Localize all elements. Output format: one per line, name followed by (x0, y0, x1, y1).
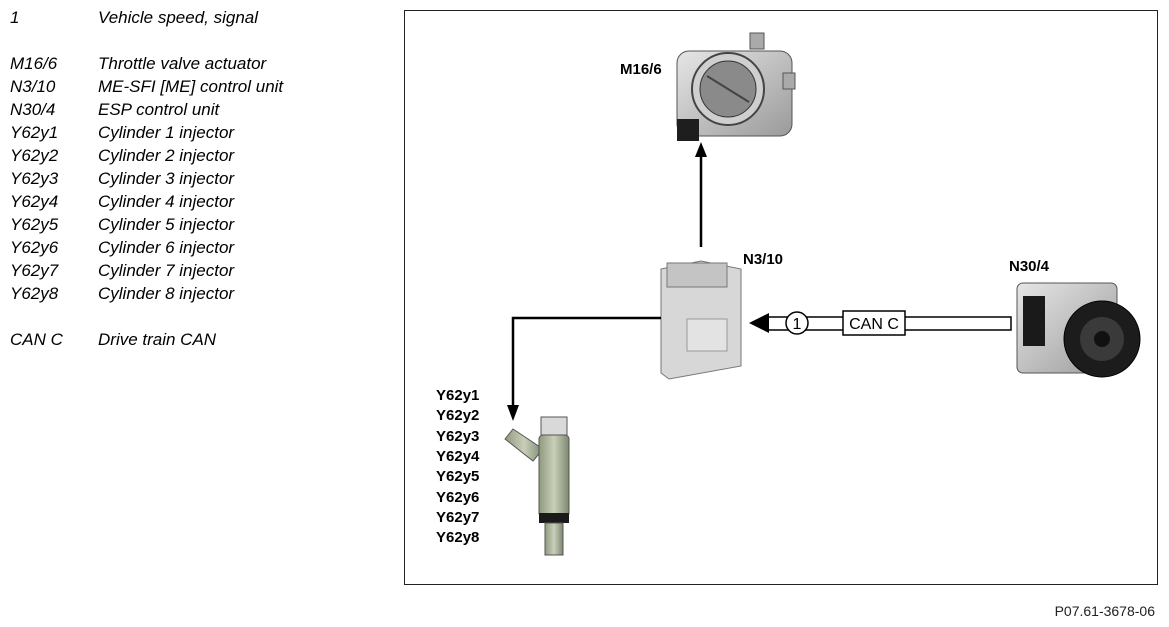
legend-desc: Cylinder 1 injector (98, 123, 235, 142)
legend-row-can: CAN C Drive train CAN (10, 328, 390, 351)
legend-code: N30/4 (10, 100, 56, 119)
reference-number: P07.61-3678-06 (1054, 603, 1155, 619)
legend-code: Y62y7 (10, 261, 59, 280)
injector-label: Y62y6 (436, 489, 479, 506)
legend-desc: Cylinder 8 injector (98, 284, 235, 303)
legend-desc: Throttle valve actuator (98, 54, 267, 73)
ecu-unit (660, 260, 742, 380)
legend-row-injector: Y62y5 Cylinder 5 injector (10, 213, 390, 236)
ecu-label: N3/10 (743, 251, 783, 268)
legend-row-injector: Y62y8 Cylinder 8 injector (10, 282, 390, 305)
legend-desc: Cylinder 5 injector (98, 215, 235, 234)
legend: 1 Vehicle speed, signal M16/6 Throttle v… (10, 6, 390, 351)
throttle-label: M16/6 (620, 61, 662, 78)
legend-desc: Cylinder 4 injector (98, 192, 235, 211)
injector-label: Y62y2 (436, 407, 479, 424)
legend-code: 1 (10, 8, 20, 27)
legend-desc: ESP control unit (98, 100, 220, 119)
legend-row-ecu: N3/10 ME-SFI [ME] control unit (10, 75, 390, 98)
legend-code: Y62y2 (10, 146, 59, 165)
can-label: CAN C (849, 316, 899, 333)
legend-row-esp: N30/4 ESP control unit (10, 98, 390, 121)
legend-desc: Cylinder 3 injector (98, 169, 235, 188)
signal-number: 1 (793, 316, 802, 333)
injector-label: Y62y1 (436, 387, 479, 404)
legend-desc: Vehicle speed, signal (98, 8, 259, 27)
legend-code: Y62y6 (10, 238, 59, 257)
legend-row-signal: 1 Vehicle speed, signal (10, 6, 390, 29)
legend-code: Y62y5 (10, 215, 59, 234)
legend-row-throttle: M16/6 Throttle valve actuator (10, 52, 390, 75)
legend-code: CAN C (10, 330, 63, 349)
legend-desc: Cylinder 7 injector (98, 261, 235, 280)
legend-code: N3/10 (10, 77, 56, 96)
injector-label: Y62y8 (436, 529, 479, 546)
throttle-actuator (676, 32, 796, 141)
injector-label: Y62y4 (436, 448, 480, 465)
legend-row-injector: Y62y2 Cylinder 2 injector (10, 144, 390, 167)
legend-desc: Drive train CAN (98, 330, 217, 349)
legend-code: Y62y8 (10, 284, 59, 303)
injector-label: Y62y7 (436, 509, 479, 526)
diagram-canvas: M16/6 N3/10 Y62y1 Y62y2 Y62y3 Y62y4 Y62y… (436, 32, 1141, 556)
legend-row-injector: Y62y7 Cylinder 7 injector (10, 259, 390, 282)
legend-row-injector: Y62y4 Cylinder 4 injector (10, 190, 390, 213)
legend-code: Y62y4 (10, 192, 59, 211)
can-box (842, 310, 906, 336)
arrow-down-icon (507, 405, 519, 421)
arrow-left-icon (749, 313, 769, 333)
legend-desc: Cylinder 6 injector (98, 238, 235, 257)
arrow-up-icon (695, 142, 707, 157)
legend-row-injector: Y62y1 Cylinder 1 injector (10, 121, 390, 144)
legend-desc: ME-SFI [ME] control unit (98, 77, 284, 96)
legend-code: M16/6 (10, 54, 58, 73)
injector-label: Y62y5 (436, 468, 479, 485)
fuel-injector (504, 416, 570, 556)
legend-desc: Cylinder 2 injector (98, 146, 235, 165)
esp-label: N30/4 (1009, 258, 1050, 275)
diagram-frame: M16/6 N3/10 Y62y1 Y62y2 Y62y3 Y62y4 Y62y… (404, 10, 1158, 585)
esp-unit (1016, 282, 1141, 378)
signal-circle (785, 311, 809, 335)
legend-code: Y62y3 (10, 169, 59, 188)
legend-row-injector: Y62y3 Cylinder 3 injector (10, 167, 390, 190)
injector-label: Y62y3 (436, 428, 479, 445)
legend-code: Y62y1 (10, 123, 59, 142)
can-bus-line: 1 CAN C (749, 310, 1012, 336)
legend-row-injector: Y62y6 Cylinder 6 injector (10, 236, 390, 259)
